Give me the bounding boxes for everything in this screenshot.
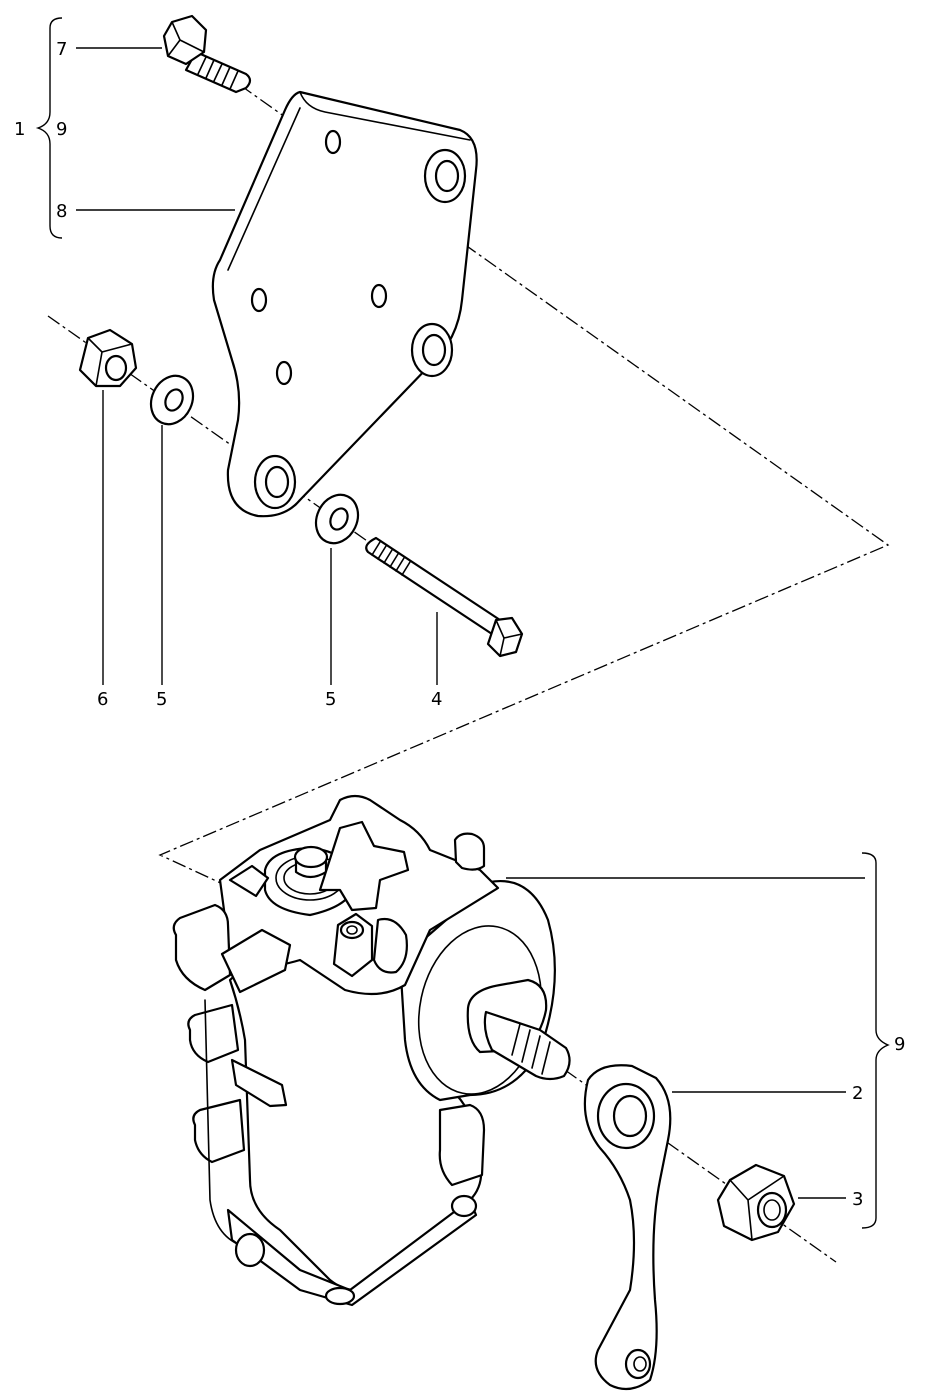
callout-labels: 7 1 9 8 6 5 5 4 9 2 3	[14, 39, 905, 1210]
washer-left	[149, 374, 195, 426]
steering-gear-housing	[172, 794, 571, 1307]
washer-right	[314, 493, 360, 545]
hex-nut-large	[716, 1163, 796, 1242]
callout-7: 7	[56, 39, 67, 60]
group-braces	[35, 17, 890, 1229]
callout-1: 1	[14, 119, 25, 140]
hex-bolt-short	[162, 14, 252, 94]
leader-lines	[76, 47, 865, 1199]
callout-9-bottom: 9	[894, 1034, 905, 1055]
callout-2: 2	[852, 1083, 863, 1104]
callout-3: 3	[852, 1189, 863, 1210]
callout-5-right: 5	[325, 689, 336, 710]
bracket-holes	[250, 129, 467, 510]
callout-5-left: 5	[156, 689, 167, 710]
mounting-bracket	[211, 90, 478, 518]
callout-6: 6	[97, 689, 108, 710]
hex-nut-small	[78, 328, 138, 388]
hex-bolt-long	[365, 536, 524, 658]
callout-9-top: 9	[56, 119, 67, 140]
callout-4: 4	[431, 689, 442, 710]
pitman-arm	[583, 1064, 672, 1391]
callout-8: 8	[56, 201, 67, 222]
